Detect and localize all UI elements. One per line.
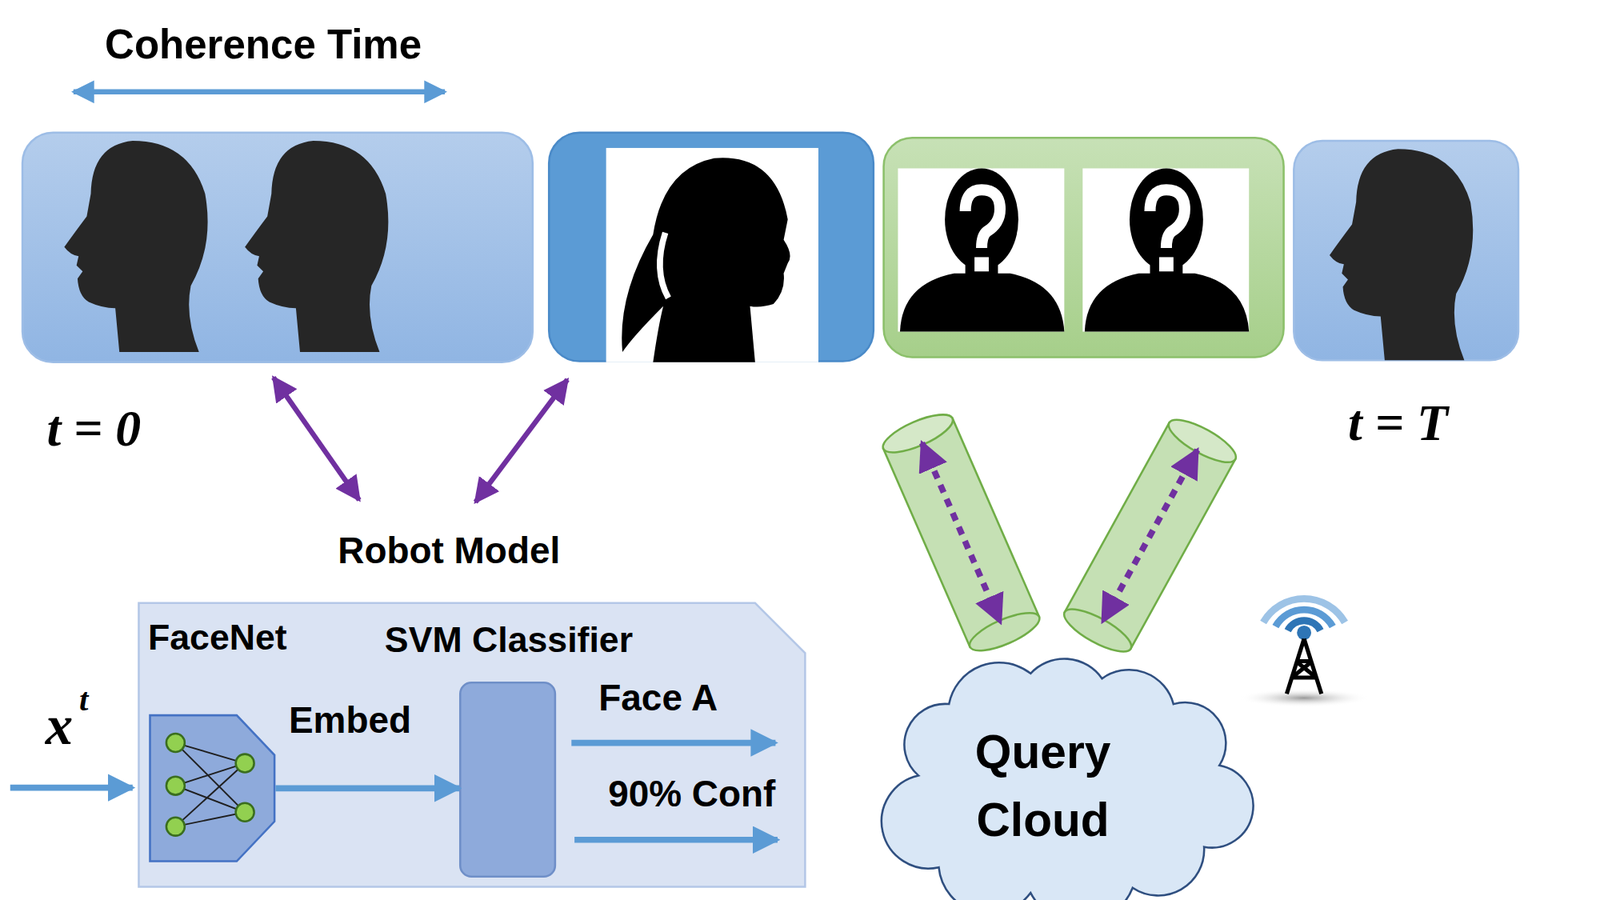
- unknown-person: [897, 168, 1064, 332]
- cloud-channel-part: [1102, 449, 1197, 621]
- input-arrow-part: [10, 784, 133, 792]
- cloud-channel-part: [964, 605, 1044, 659]
- frame-group-1: [22, 132, 533, 363]
- time-marker: t = 0: [46, 400, 141, 457]
- svm-block: SVM Classifier: [459, 681, 556, 878]
- unknown-person-part: [1084, 273, 1249, 332]
- antenna-icon-part: [1296, 625, 1312, 640]
- unknown-person: [1082, 168, 1249, 332]
- coherence-arrow: [73, 91, 445, 92]
- model-box-outline: [138, 603, 805, 888]
- network-link: [175, 812, 245, 827]
- node-heading: SVM Classifier: [384, 619, 633, 660]
- frame-group-2: [548, 132, 874, 363]
- cloud-channel: [878, 407, 1044, 659]
- output-arrow-part: [571, 740, 776, 747]
- network-link: [175, 763, 245, 786]
- unknown-person-part: [944, 168, 1019, 271]
- output-label: 90% Conf: [608, 773, 776, 815]
- output-label: Face A: [598, 677, 718, 719]
- frame-group-3-part: [1293, 140, 1519, 360]
- cloud-outline: [881, 658, 1254, 900]
- facenet-outline: [149, 715, 275, 861]
- antenna-icon-part: [1286, 638, 1321, 694]
- network-neuron: [166, 733, 185, 752]
- unknown-person-part: [974, 256, 989, 272]
- antenna-icon-part: [1238, 688, 1369, 708]
- flow-arrow: [275, 785, 460, 792]
- frame-group-3-part: [1329, 148, 1473, 360]
- cloud-channel-part: [922, 443, 1001, 623]
- unknown-person-part: [897, 168, 1064, 332]
- coherence-arrow-part: [73, 89, 445, 95]
- robot-link-arrow-part: [475, 379, 568, 502]
- input-symbol: x: [45, 696, 73, 757]
- node-heading: Query Cloud: [940, 717, 1145, 854]
- node-heading: Robot Model: [337, 529, 560, 572]
- antenna-icon: [1238, 598, 1369, 708]
- frame-group-2-part: [621, 157, 790, 363]
- cloud-channel-part: [878, 407, 958, 460]
- unknown-person-part: [1149, 189, 1184, 248]
- cloud-channel: [1058, 412, 1241, 660]
- facenet-block-outline: [148, 714, 276, 863]
- unknown-frame-group-part: [884, 137, 1284, 357]
- unknown-person-part: [965, 189, 1000, 248]
- input-arrow: [10, 787, 133, 788]
- unknown-person-part: [900, 273, 1064, 332]
- robot-link-arrow-part: [273, 377, 360, 500]
- unknown-person-part: [1082, 168, 1249, 332]
- network-neuron: [166, 817, 185, 836]
- facenet-block: FaceNet: [148, 714, 276, 863]
- time-marker: t = T: [1348, 395, 1448, 452]
- network-neuron: [236, 754, 255, 773]
- frame-group-1-part: [64, 140, 208, 352]
- network-link: [175, 763, 245, 827]
- edge-label: Embed: [288, 699, 412, 743]
- cloud-channel-part: [1058, 601, 1136, 660]
- cloud-channel-part: [1163, 412, 1241, 470]
- query-cloud-outline: [882, 661, 1230, 900]
- output-arrow-part: [574, 836, 778, 844]
- unknown-frame-group: [884, 137, 1284, 357]
- unknown-person-part: [1129, 168, 1204, 271]
- frame-group-1-part: [22, 132, 533, 363]
- unknown-person-part: [1159, 256, 1174, 272]
- network-link: [175, 743, 245, 813]
- frame-group-1-part: [244, 140, 388, 352]
- node-heading: FaceNet: [148, 617, 288, 659]
- robot-link-arrow: [273, 377, 568, 503]
- frame-group-3: [1293, 140, 1519, 360]
- frame-group-2-part: [660, 232, 669, 299]
- network-neuron: [236, 803, 255, 822]
- query-cloud: Query Cloud: [882, 661, 1230, 900]
- frame-group-2-part: [606, 148, 819, 363]
- input-superscript: t: [79, 682, 88, 719]
- cloud-channel-part: [883, 418, 1040, 648]
- timeline-title: Coherence Time: [104, 21, 422, 67]
- network-neuron: [166, 776, 185, 796]
- output-arrow: [571, 743, 778, 840]
- network-link: [175, 785, 245, 812]
